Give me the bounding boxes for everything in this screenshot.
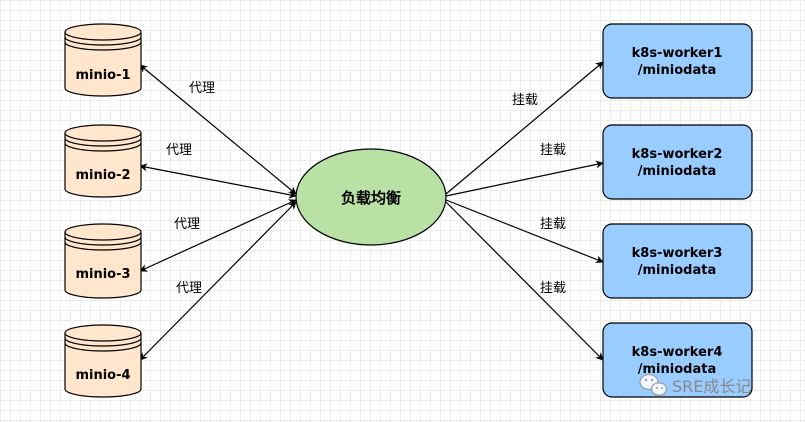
- edge-worker3: [445, 199, 604, 264]
- proxy-edges: [139, 64, 297, 361]
- db-label-minio-2: minio-2: [75, 168, 130, 183]
- edge-labels: 代理 代理 代理 代理 挂载 挂载 挂载 挂载: [166, 81, 566, 296]
- worker-node-3[interactable]: k8s-worker3 /miniodata: [602, 223, 753, 299]
- edge-worker1: [445, 61, 604, 195]
- edge-minio-1: [139, 64, 297, 195]
- edge-label-minio-3: 代理: [174, 217, 200, 232]
- watermark-text: SRE成长记: [672, 377, 751, 396]
- worker-2-name: k8s-worker2: [632, 147, 723, 162]
- db-minio-2[interactable]: minio-2: [64, 124, 142, 198]
- db-minio-1[interactable]: minio-1: [64, 23, 142, 97]
- worker-1-name: k8s-worker1: [632, 46, 723, 61]
- db-minio-4[interactable]: minio-4: [64, 324, 142, 398]
- mount-edges: [445, 61, 604, 361]
- worker-1-path: /miniodata: [638, 63, 716, 78]
- edge-label-minio-4: 代理: [176, 281, 202, 296]
- wechat-icon: [639, 373, 668, 396]
- db-label-minio-1: minio-1: [75, 68, 130, 83]
- edge-minio-4: [139, 201, 297, 361]
- worker-node-2[interactable]: k8s-worker2 /miniodata: [602, 124, 753, 200]
- edge-worker2: [445, 160, 604, 197]
- edge-minio-3: [139, 199, 297, 272]
- worker-3-path: /miniodata: [638, 263, 716, 278]
- worker-2-path: /miniodata: [638, 164, 716, 179]
- edge-label-worker1: 挂载: [512, 93, 538, 108]
- edge-label-worker3: 挂载: [540, 217, 566, 232]
- edge-label-worker2: 挂载: [540, 143, 566, 158]
- watermark: SRE成长记: [639, 373, 751, 396]
- edge-label-minio-1: 代理: [189, 81, 215, 96]
- worker-3-name: k8s-worker3: [632, 246, 723, 261]
- edge-worker4: [445, 201, 604, 361]
- edge-minio-2: [139, 163, 297, 199]
- worker-4-name: k8s-worker4: [632, 345, 723, 360]
- load-balancer-label: 负载均衡: [341, 189, 401, 207]
- edge-label-minio-2: 代理: [166, 143, 192, 158]
- db-label-minio-3: minio-3: [75, 267, 130, 282]
- db-minio-3[interactable]: minio-3: [64, 223, 142, 299]
- db-label-minio-4: minio-4: [75, 368, 130, 383]
- worker-4-path: /miniodata: [638, 362, 716, 377]
- edge-label-worker4: 挂载: [540, 281, 566, 296]
- load-balancer-node[interactable]: 负载均衡: [295, 148, 447, 246]
- worker-node-1[interactable]: k8s-worker1 /miniodata: [602, 23, 753, 99]
